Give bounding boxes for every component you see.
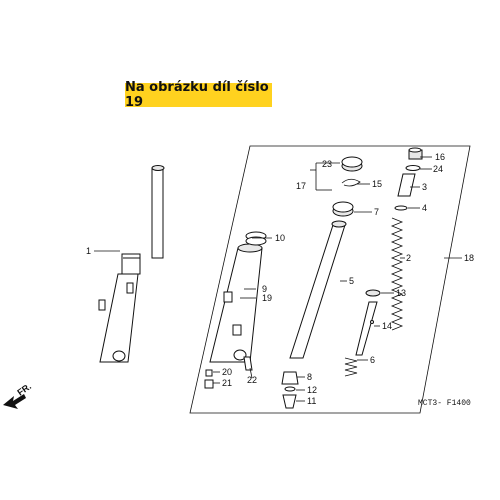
callout-4: 4 (422, 203, 427, 213)
callout-12: 12 (307, 385, 317, 395)
backup-ring (332, 201, 354, 217)
piston-ring (365, 289, 381, 297)
callout-2: 2 (406, 253, 411, 263)
callout-6: 6 (370, 355, 375, 365)
circlip (341, 178, 361, 187)
fork-spring (390, 217, 404, 331)
callout-17: 17 (296, 181, 306, 191)
fork-bolt (408, 147, 423, 160)
callout-22: 22 (247, 375, 257, 385)
callout-23: 23 (322, 159, 332, 169)
spring-washer (394, 205, 408, 211)
part-number-banner: Na obrázku díl číslo 19 (125, 80, 272, 110)
callout-11: 11 (307, 396, 316, 406)
callout-9: 9 (262, 284, 267, 294)
callout-3: 3 (422, 182, 427, 192)
callout-16: 16 (435, 152, 445, 162)
callout-7: 7 (374, 207, 379, 217)
callout-8: 8 (307, 372, 312, 382)
oil-lock-piece (281, 371, 299, 385)
callout-13: 13 (396, 288, 406, 298)
callout-5: 5 (349, 276, 354, 286)
o-ring (405, 165, 421, 171)
callout-10: 10 (275, 233, 285, 243)
sealing-washer (284, 386, 296, 392)
socket-bolt (282, 394, 297, 409)
callout-21: 21 (222, 378, 232, 388)
assembly-frame (189, 145, 471, 414)
front-direction-arrow: FR. (3, 381, 33, 409)
outer-fork-tube (209, 243, 263, 363)
fork-leg-assembly (98, 165, 165, 363)
spacer-tube (397, 173, 416, 197)
drain-bolt (205, 369, 213, 377)
fork-pipe (289, 220, 347, 359)
diagram-code: MCT3- F1400 (418, 399, 471, 408)
rebound-spring (344, 357, 358, 377)
leader-lines (94, 156, 462, 402)
direction-label: FR. (15, 381, 33, 398)
callout-19: 19 (262, 293, 272, 303)
damper-rod (355, 301, 378, 356)
callout-15: 15 (372, 179, 382, 189)
callout-14: 14 (382, 321, 392, 331)
callout-24: 24 (433, 164, 443, 174)
dust-seal (245, 231, 267, 246)
oil-seal-top (341, 156, 363, 172)
gasket-washer (204, 379, 214, 389)
axle-pinch-bolt (243, 356, 253, 371)
callout-18: 18 (464, 253, 474, 263)
callout-20: 20 (222, 367, 232, 377)
callout-1: 1 (86, 246, 91, 256)
